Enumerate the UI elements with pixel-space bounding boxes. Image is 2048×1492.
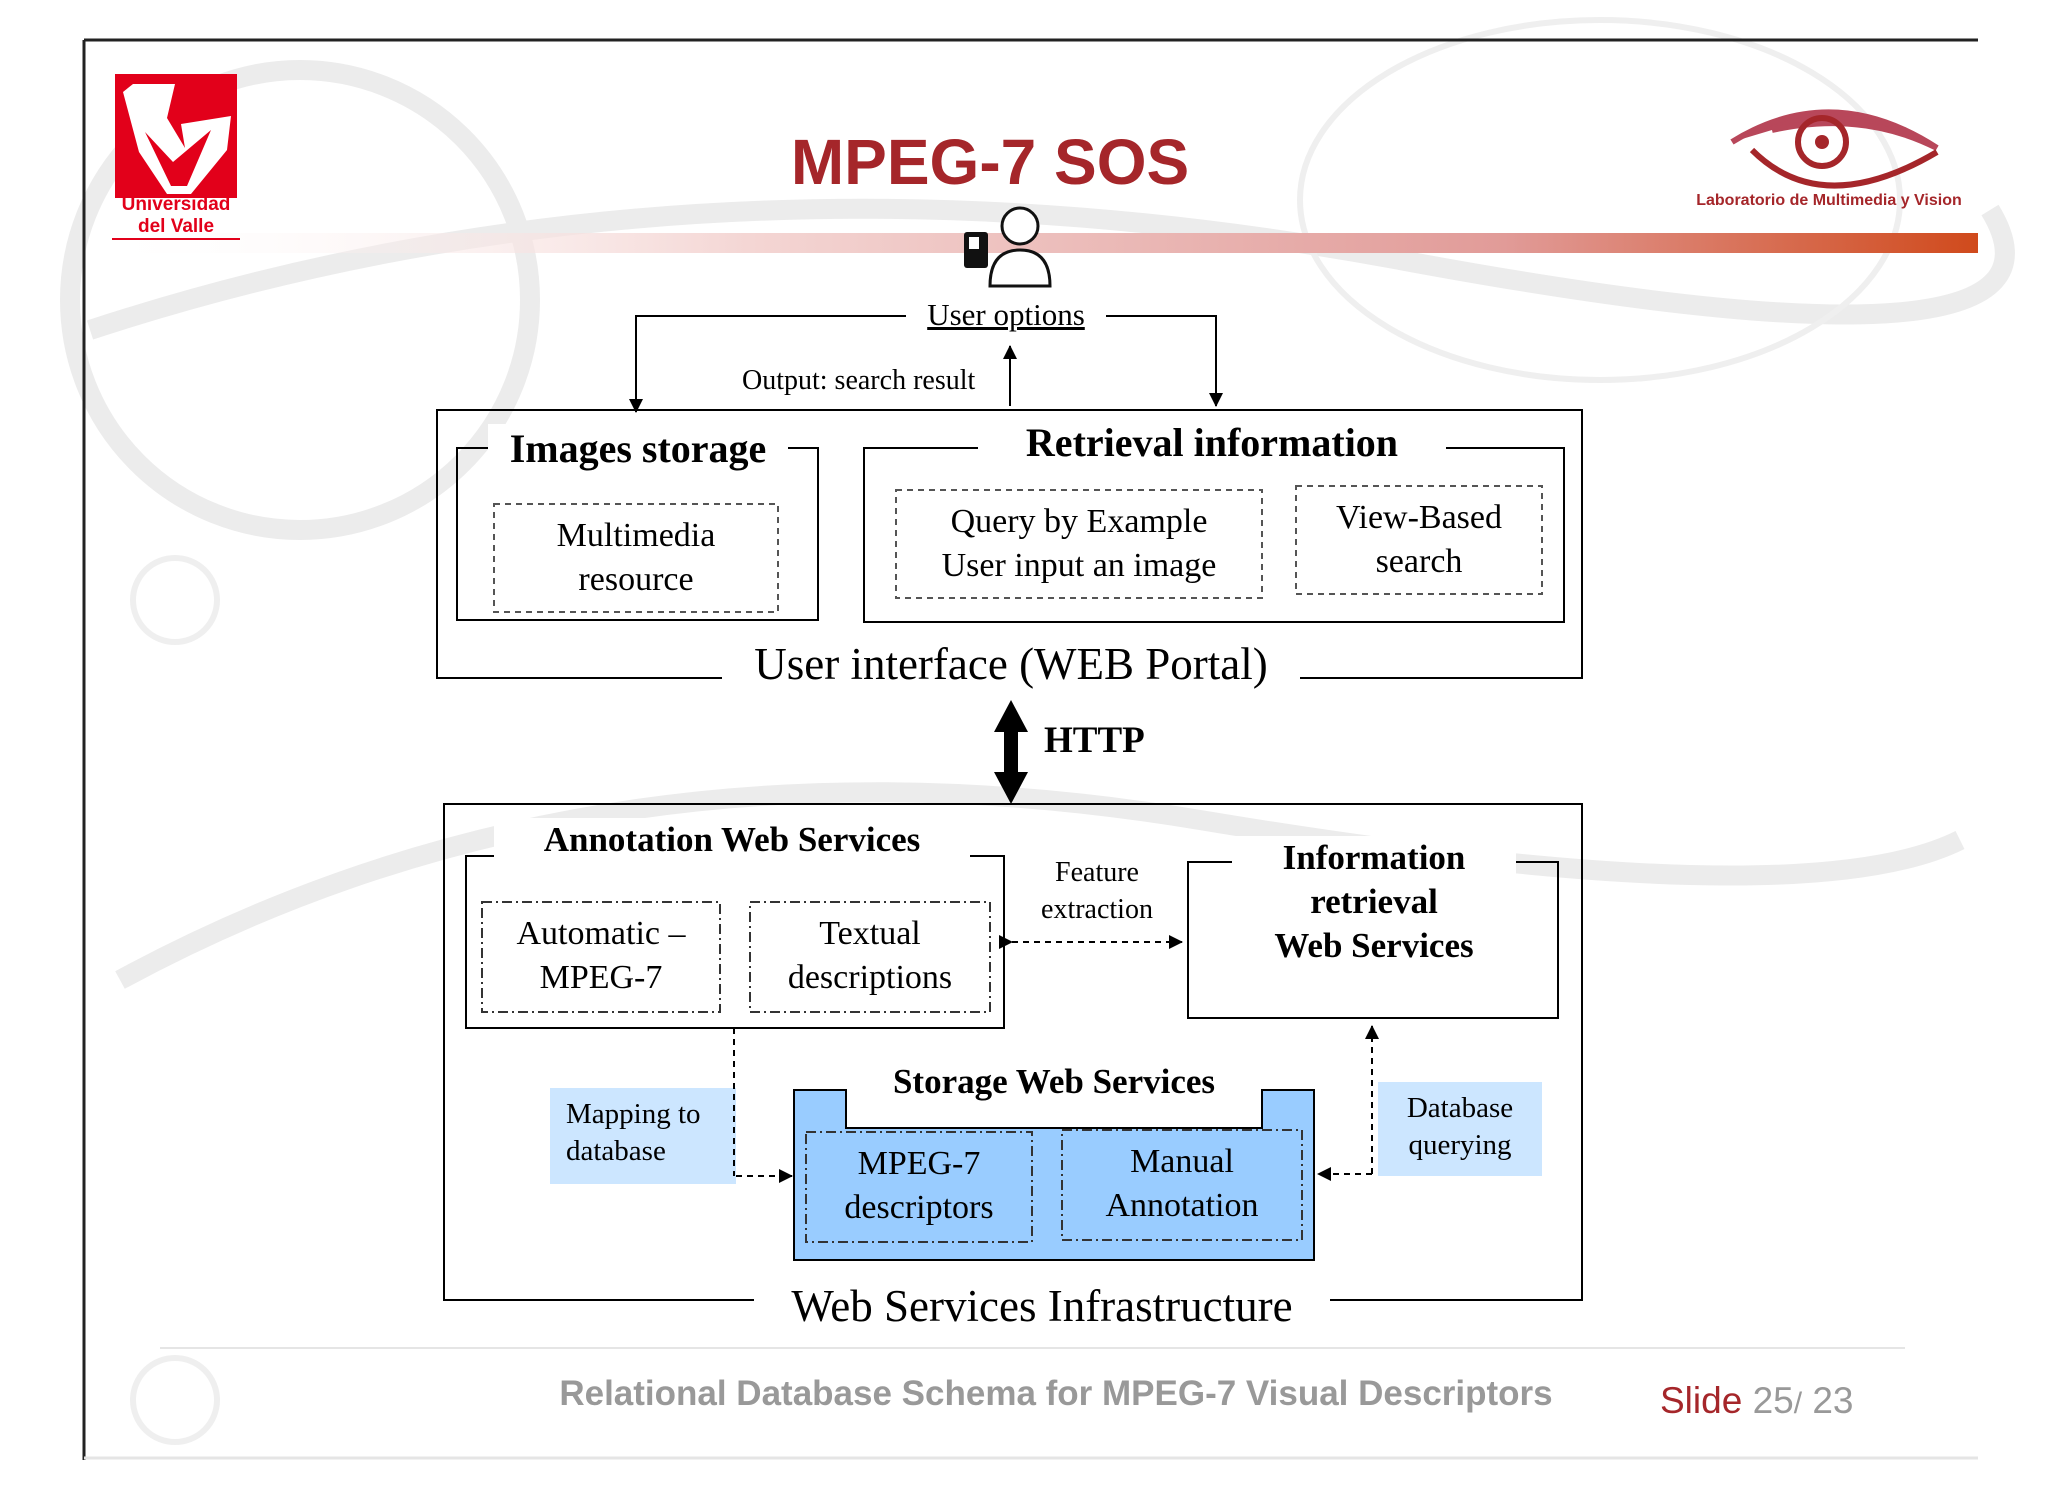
feature-line2: extraction xyxy=(1041,894,1153,925)
mpeg7-line1: MPEG-7 xyxy=(857,1145,981,1182)
user-options-label: User options xyxy=(906,296,1106,334)
ws-infrastructure-box xyxy=(443,803,1583,1301)
page-title: MPEG-7 SOS xyxy=(790,126,1190,198)
univalle-logo-icon xyxy=(115,74,237,198)
qbe-line2: User input an image xyxy=(941,547,1217,584)
database-querying-label: Database querying xyxy=(1378,1090,1542,1164)
db-query-bg xyxy=(1378,1082,1542,1176)
slide-current: 25 xyxy=(1752,1380,1794,1421)
univalle-line1: Universidad xyxy=(121,194,231,215)
slide-separator: / xyxy=(1793,1387,1803,1420)
qbe-line1: Query by Example xyxy=(950,503,1208,540)
http-double-arrow-icon xyxy=(994,700,1028,804)
db-query-line2: querying xyxy=(1408,1129,1512,1161)
db-query-line1: Database xyxy=(1406,1092,1514,1124)
annotation-ws-title: Annotation Web Services xyxy=(494,818,970,862)
univalle-logo-text: Universidad del Valle xyxy=(112,194,240,240)
automatic-mpeg7-label: Automatic – MPEG-7 xyxy=(482,912,720,1000)
mpeg7-line2: descriptors xyxy=(844,1189,994,1226)
user-computer-icon xyxy=(964,206,1052,288)
storage-ws-box xyxy=(793,1089,1315,1261)
slide-total: 23 xyxy=(1812,1380,1854,1421)
mapping-bg xyxy=(550,1088,736,1184)
storage-ws-title: Storage Web Services xyxy=(892,1062,1216,1101)
images-storage-box xyxy=(456,447,819,621)
http-label: HTTP xyxy=(1044,720,1145,761)
textual-line2: descriptions xyxy=(787,959,953,996)
images-storage-title: Images storage xyxy=(488,424,788,474)
view-dashed-box xyxy=(1295,485,1543,595)
manual-line2: Annotation xyxy=(1105,1187,1259,1224)
univalle-line2: del Valle xyxy=(112,216,240,240)
mapping-line1: Mapping to xyxy=(566,1098,701,1130)
manual-line1: Manual xyxy=(1130,1143,1234,1180)
retrieval-info-box xyxy=(863,447,1565,623)
info-retrieval-ws-title: Information retrieval Web Services xyxy=(1232,836,1516,968)
multimedia-resource-label: Multimedia resource xyxy=(494,514,778,602)
retrieval-info-title: Retrieval information xyxy=(978,418,1446,468)
user-options-connectors xyxy=(629,315,1223,413)
ws-infrastructure-label: Web Services Infrastructure xyxy=(791,1281,1293,1331)
output-search-result-label: Output: search result xyxy=(742,365,976,396)
manual-annotation-label: Manual Annotation xyxy=(1062,1140,1302,1228)
automatic-line2: MPEG-7 xyxy=(539,959,663,996)
user-interface-label: User interface (WEB Portal) xyxy=(754,639,1268,689)
info-retrieval-box xyxy=(1187,861,1559,1019)
textual-descriptions-label: Textual descriptions xyxy=(750,912,990,1000)
slide-counter: Slide 25/ 23 xyxy=(1660,1378,1920,1427)
feature-extraction-label: Feature extraction xyxy=(1010,854,1184,928)
info-ret-line2: retrieval xyxy=(1310,882,1438,921)
mapping-to-database-label: Mapping to database xyxy=(566,1096,736,1170)
qbe-dashed-box xyxy=(895,489,1263,599)
info-ret-line3: Web Services xyxy=(1274,926,1474,965)
mapping-line2: database xyxy=(566,1135,666,1167)
multimedia-dashed-box xyxy=(493,503,779,613)
manual-dashed-box xyxy=(1061,1129,1303,1241)
automatic-line1: Automatic – xyxy=(516,915,686,952)
user-interface-box xyxy=(436,409,1583,679)
slide-label: Slide xyxy=(1660,1380,1743,1421)
eye-logo-icon xyxy=(1730,109,1939,189)
view-line2: search xyxy=(1375,543,1463,580)
textual-line1: Textual xyxy=(819,915,921,952)
lab-logo-text: Laboratorio de Multimedia y Vision xyxy=(1696,192,1962,209)
univalle-logo xyxy=(115,74,237,198)
feature-line1: Feature xyxy=(1055,857,1139,888)
multimedia-line1: Multimedia xyxy=(556,517,716,554)
mpeg7-descriptors-label: MPEG-7 descriptors xyxy=(806,1142,1032,1230)
textual-dashed-box xyxy=(749,901,991,1013)
automatic-dashed-box xyxy=(481,901,721,1013)
view-line1: View-Based xyxy=(1335,499,1502,536)
info-ret-line1: Information xyxy=(1232,836,1516,880)
qbe-label: Query by Example User input an image xyxy=(896,500,1262,588)
multimedia-line2: resource xyxy=(578,561,694,598)
mpeg7-dashed-box xyxy=(805,1131,1033,1243)
view-based-label: View-Based search xyxy=(1296,496,1542,584)
footer-subtitle: Relational Database Schema for MPEG-7 Vi… xyxy=(559,1374,1553,1413)
